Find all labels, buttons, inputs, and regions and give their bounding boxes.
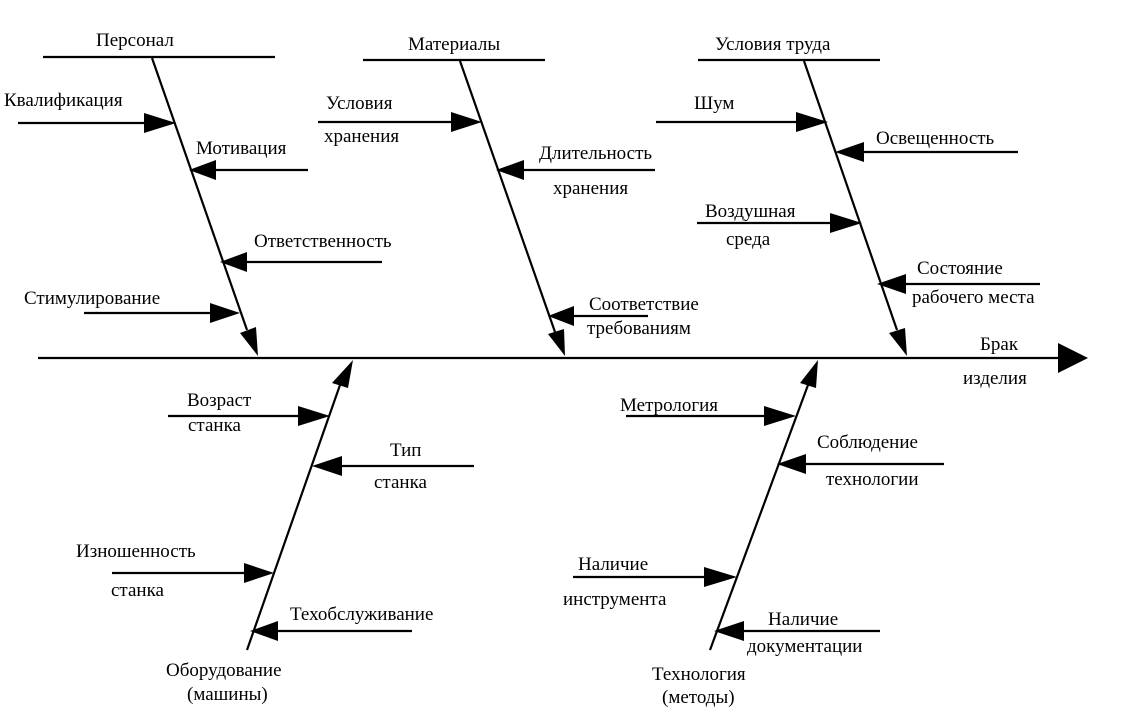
effect-label-line1: Брак [980, 334, 1019, 355]
cause-arrowhead [220, 252, 247, 272]
cause-label: Освещенность [876, 128, 995, 149]
cause-arrowhead [796, 112, 828, 132]
equipment-bone [245, 384, 342, 651]
cause-arrowhead [496, 160, 524, 180]
cause-arrowhead [548, 306, 574, 326]
cause-label-line2: инструмента [563, 589, 667, 610]
cause-label-line1: Тип [390, 440, 421, 461]
cause-arrowhead [835, 142, 864, 162]
cause-arrowhead [764, 406, 796, 426]
equipment-bone-arrowhead [332, 360, 353, 388]
cause-arrowhead [250, 621, 278, 641]
cause-label-line2: станка [374, 472, 428, 493]
cause-label-line1: Соответствие [589, 294, 699, 315]
cause-label: Квалификация [4, 90, 123, 111]
cause-arrowhead [244, 563, 274, 583]
personnel-bone-arrowhead [240, 327, 258, 356]
cause-arrowhead [312, 456, 342, 476]
cause-label-line2: среда [726, 229, 771, 250]
cause-label-line2: хранения [324, 126, 399, 147]
cause-label-line1: Возраст [187, 390, 252, 411]
category-materials: Материалы [408, 34, 500, 55]
technology-bone [708, 384, 810, 651]
cause-arrowhead [298, 406, 330, 426]
cause-label-line2: документации [747, 636, 862, 657]
cause-label: Ответственность [254, 231, 392, 252]
cause-label: Стимулирование [24, 288, 160, 309]
cause-arrowhead [830, 213, 862, 233]
cause-arrowhead [877, 274, 906, 294]
conditions-bone [802, 60, 899, 331]
conditions-bone-arrowhead [889, 328, 907, 356]
cause-arrowhead [777, 454, 806, 474]
cause-label-line1: Длительность [539, 143, 652, 164]
cause-arrowhead [451, 112, 482, 132]
cause-label: Мотивация [196, 138, 287, 159]
cause-label-line1: Наличие [768, 609, 838, 630]
cause-label-line1: Состояние [917, 258, 1003, 279]
category-technology-line1: Технология [652, 664, 746, 685]
cause-arrowhead [189, 160, 216, 180]
cause-arrowhead [714, 621, 744, 641]
cause-label-line2: хранения [553, 178, 628, 199]
cause-label-line1: Соблюдение [817, 432, 918, 453]
cause-label: Метрология [620, 395, 718, 416]
cause-arrowhead [210, 303, 240, 323]
cause-label-line2: технологии [826, 469, 919, 490]
cause-label-line1: Наличие [578, 554, 648, 575]
category-personnel: Персонал [96, 30, 174, 51]
cause-label-line1: Воздушная [705, 201, 796, 222]
cause-label-line2: требованиям [587, 318, 691, 339]
materials-bone [458, 60, 557, 333]
cause-arrowhead [704, 567, 737, 587]
category-equipment-line2: (машины) [187, 684, 268, 705]
materials-bone-arrowhead [548, 329, 565, 356]
technology-bone-arrowhead [800, 360, 818, 388]
cause-label-line2: станка [188, 415, 242, 436]
cause-label-line1: Изношенность [76, 541, 196, 562]
spine-arrowhead [1058, 343, 1088, 373]
cause-label: Шум [694, 93, 734, 114]
cause-label: Техобслуживание [290, 604, 433, 625]
cause-label-line1: Условия [326, 93, 393, 114]
personnel-bone [150, 57, 249, 331]
cause-label-line2: станка [111, 580, 165, 601]
category-equipment-line1: Оборудование [166, 660, 282, 681]
category-technology-line2: (методы) [662, 687, 735, 708]
cause-label-line2: рабочего места [912, 287, 1035, 308]
effect-label-line2: изделия [963, 368, 1027, 389]
category-conditions: Условия труда [715, 34, 831, 55]
cause-arrowhead [144, 113, 176, 133]
